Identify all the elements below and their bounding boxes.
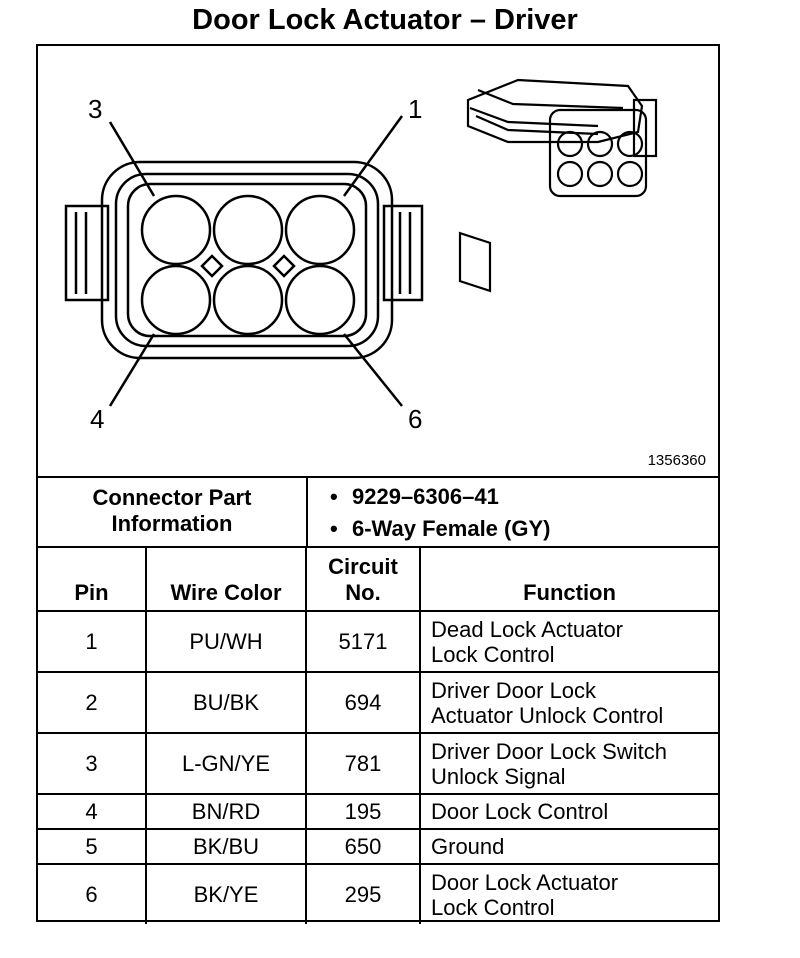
wire-color-cell: BK/BU — [145, 828, 307, 865]
header-circuit-line1: Circuit — [328, 554, 398, 579]
circuit-cell: 781 — [305, 732, 421, 795]
connector-isometric-view — [458, 78, 658, 293]
cavity-1 — [284, 194, 356, 266]
header-wire-color: Wire Color — [145, 546, 307, 612]
pin-cell: 3 — [38, 732, 147, 795]
pin-cell: 4 — [38, 793, 147, 830]
function-line: Unlock Signal — [431, 763, 566, 789]
function-cell: Ground — [419, 828, 718, 865]
connector-diagram: 3 1 4 6 1356360 — [38, 46, 718, 478]
connector-info-label-line2: Information — [111, 511, 233, 536]
connector-description: 6-Way Female (GY) — [330, 516, 551, 542]
connector-housing — [100, 160, 394, 360]
pin-cell: 6 — [38, 863, 147, 924]
left-latch — [64, 204, 110, 302]
circuit-cell: 195 — [305, 793, 421, 830]
cavity-5 — [212, 264, 284, 336]
wire-color-cell: BU/BK — [145, 671, 307, 734]
function-line: Driver Door Lock — [431, 677, 597, 703]
circuit-cell: 5171 — [305, 610, 421, 673]
connector-sheet: 3 1 4 6 1356360 Connector Part Informati… — [36, 44, 720, 924]
wire-color-cell: BK/YE — [145, 863, 307, 924]
wire-color-cell: BN/RD — [145, 793, 307, 830]
leader-pin-3 — [108, 121, 156, 197]
function-line: Actuator Unlock Control — [431, 702, 664, 728]
leader-pin-4 — [108, 333, 156, 407]
leader-pin-1 — [342, 115, 404, 197]
page-title: Door Lock Actuator – Driver — [192, 4, 578, 36]
circuit-cell: 295 — [305, 863, 421, 924]
cavity-3 — [140, 194, 212, 266]
cavity-6 — [284, 264, 356, 336]
function-line: Door Lock Actuator — [431, 869, 619, 895]
function-line: Lock Control — [431, 641, 555, 667]
function-line: Driver Door Lock Switch — [431, 738, 667, 764]
function-line: Lock Control — [431, 894, 555, 920]
pin-cell: 5 — [38, 828, 147, 865]
connector-info-label-line1: Connector Part — [92, 485, 252, 510]
pin-label-3: 3 — [88, 94, 103, 124]
function-cell: Door Lock Control — [419, 793, 718, 830]
header-circuit-line2: No. — [345, 580, 381, 605]
connector-info-values: 9229–6306–41 6-Way Female (GY) — [308, 476, 718, 546]
circuit-cell: 650 — [305, 828, 421, 865]
connector-face-drawing — [64, 78, 658, 407]
wire-color-cell: L-GN/YE — [145, 732, 307, 795]
pin-cell: 1 — [38, 610, 147, 673]
pin-cell: 2 — [38, 671, 147, 734]
leader-pin-6 — [343, 333, 403, 407]
right-latch — [382, 204, 424, 302]
connector-part-info: Connector Part Information 9229–6306–41 … — [38, 476, 718, 548]
table-header-row: Pin Wire Color Circuit No. Function — [38, 546, 718, 612]
function-line: Ground — [431, 834, 505, 859]
figure-id: 1356360 — [647, 452, 706, 469]
pin-label-6: 6 — [408, 404, 423, 434]
pin-label-1: 1 — [408, 94, 423, 124]
connector-info-label: Connector Part Information — [38, 476, 308, 546]
cavity-2 — [212, 194, 284, 266]
part-number: 9229–6306–41 — [330, 484, 499, 510]
header-pin: Pin — [38, 546, 147, 612]
header-circuit: Circuit No. — [305, 546, 421, 612]
header-function: Function — [419, 546, 718, 612]
function-line: Dead Lock Actuator — [431, 616, 624, 642]
function-line: Door Lock Control — [431, 799, 609, 824]
cavity-4 — [140, 264, 212, 336]
circuit-cell: 694 — [305, 671, 421, 734]
wire-color-cell: PU/WH — [145, 610, 307, 673]
pin-label-4: 4 — [90, 404, 105, 434]
